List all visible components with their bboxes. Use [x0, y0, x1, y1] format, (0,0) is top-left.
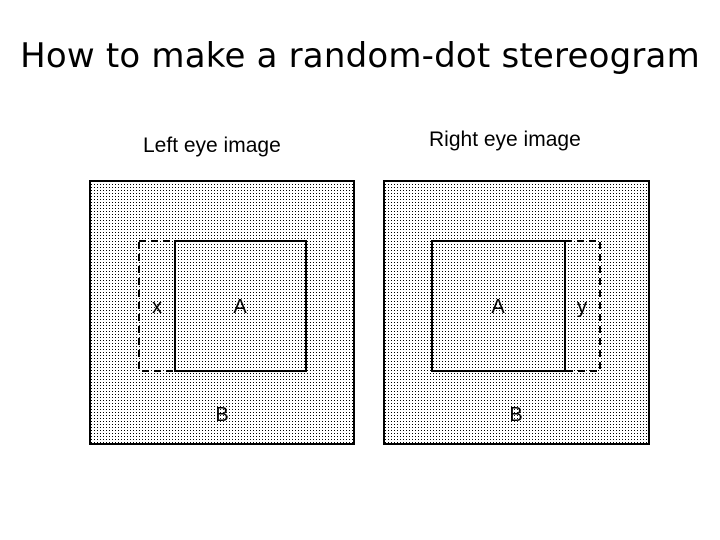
left-eye-caption: Left eye image: [143, 134, 281, 157]
slide-title: How to make a random-dot stereogram: [20, 36, 700, 76]
left-shift-label: x: [152, 296, 162, 318]
left-inner-square: [174, 240, 307, 372]
left-outer-label: B: [215, 404, 228, 426]
right-eye-caption: Right eye image: [429, 128, 581, 151]
left-outer-square: [89, 180, 355, 445]
right-eye-panel: y A B: [383, 180, 650, 445]
right-outer-label: B: [509, 404, 522, 426]
right-inner-label: A: [491, 296, 505, 318]
left-inner-label: A: [233, 296, 247, 318]
right-outer-square: [383, 180, 650, 445]
right-inner-square: [431, 240, 566, 372]
right-shift-label: y: [577, 296, 587, 318]
left-eye-panel: x A B: [89, 180, 355, 445]
